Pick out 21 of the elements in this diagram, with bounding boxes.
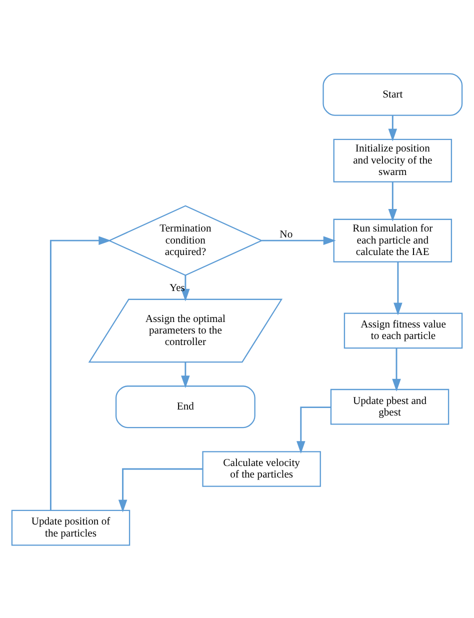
arrow (181, 274, 190, 301)
node-diamond: Termination condition acquired? (108, 204, 263, 276)
edge-label: No (280, 229, 293, 240)
edge-label: Yes (170, 282, 185, 294)
node-box: Calculate velocity of the particles (202, 450, 321, 486)
node-box: End (115, 385, 256, 428)
arrow (388, 182, 398, 222)
arrow (388, 114, 398, 141)
node-box: Initialize position and velocity of the swarm (333, 138, 452, 182)
node-box: Run simulation for each particle and calculate the IAE (333, 218, 452, 262)
arrow (50, 236, 112, 510)
arrow (392, 348, 401, 391)
node-box: Assign fitness value to each particle (344, 312, 463, 348)
arrow (118, 468, 203, 512)
arrow (394, 261, 402, 315)
arrow (181, 362, 190, 388)
node-box: Update pbest and gbest (330, 388, 450, 424)
arrow (296, 406, 331, 454)
arrow (262, 236, 336, 244)
node-box: Update position of the particles (11, 509, 130, 546)
node-box: Start (322, 72, 463, 116)
